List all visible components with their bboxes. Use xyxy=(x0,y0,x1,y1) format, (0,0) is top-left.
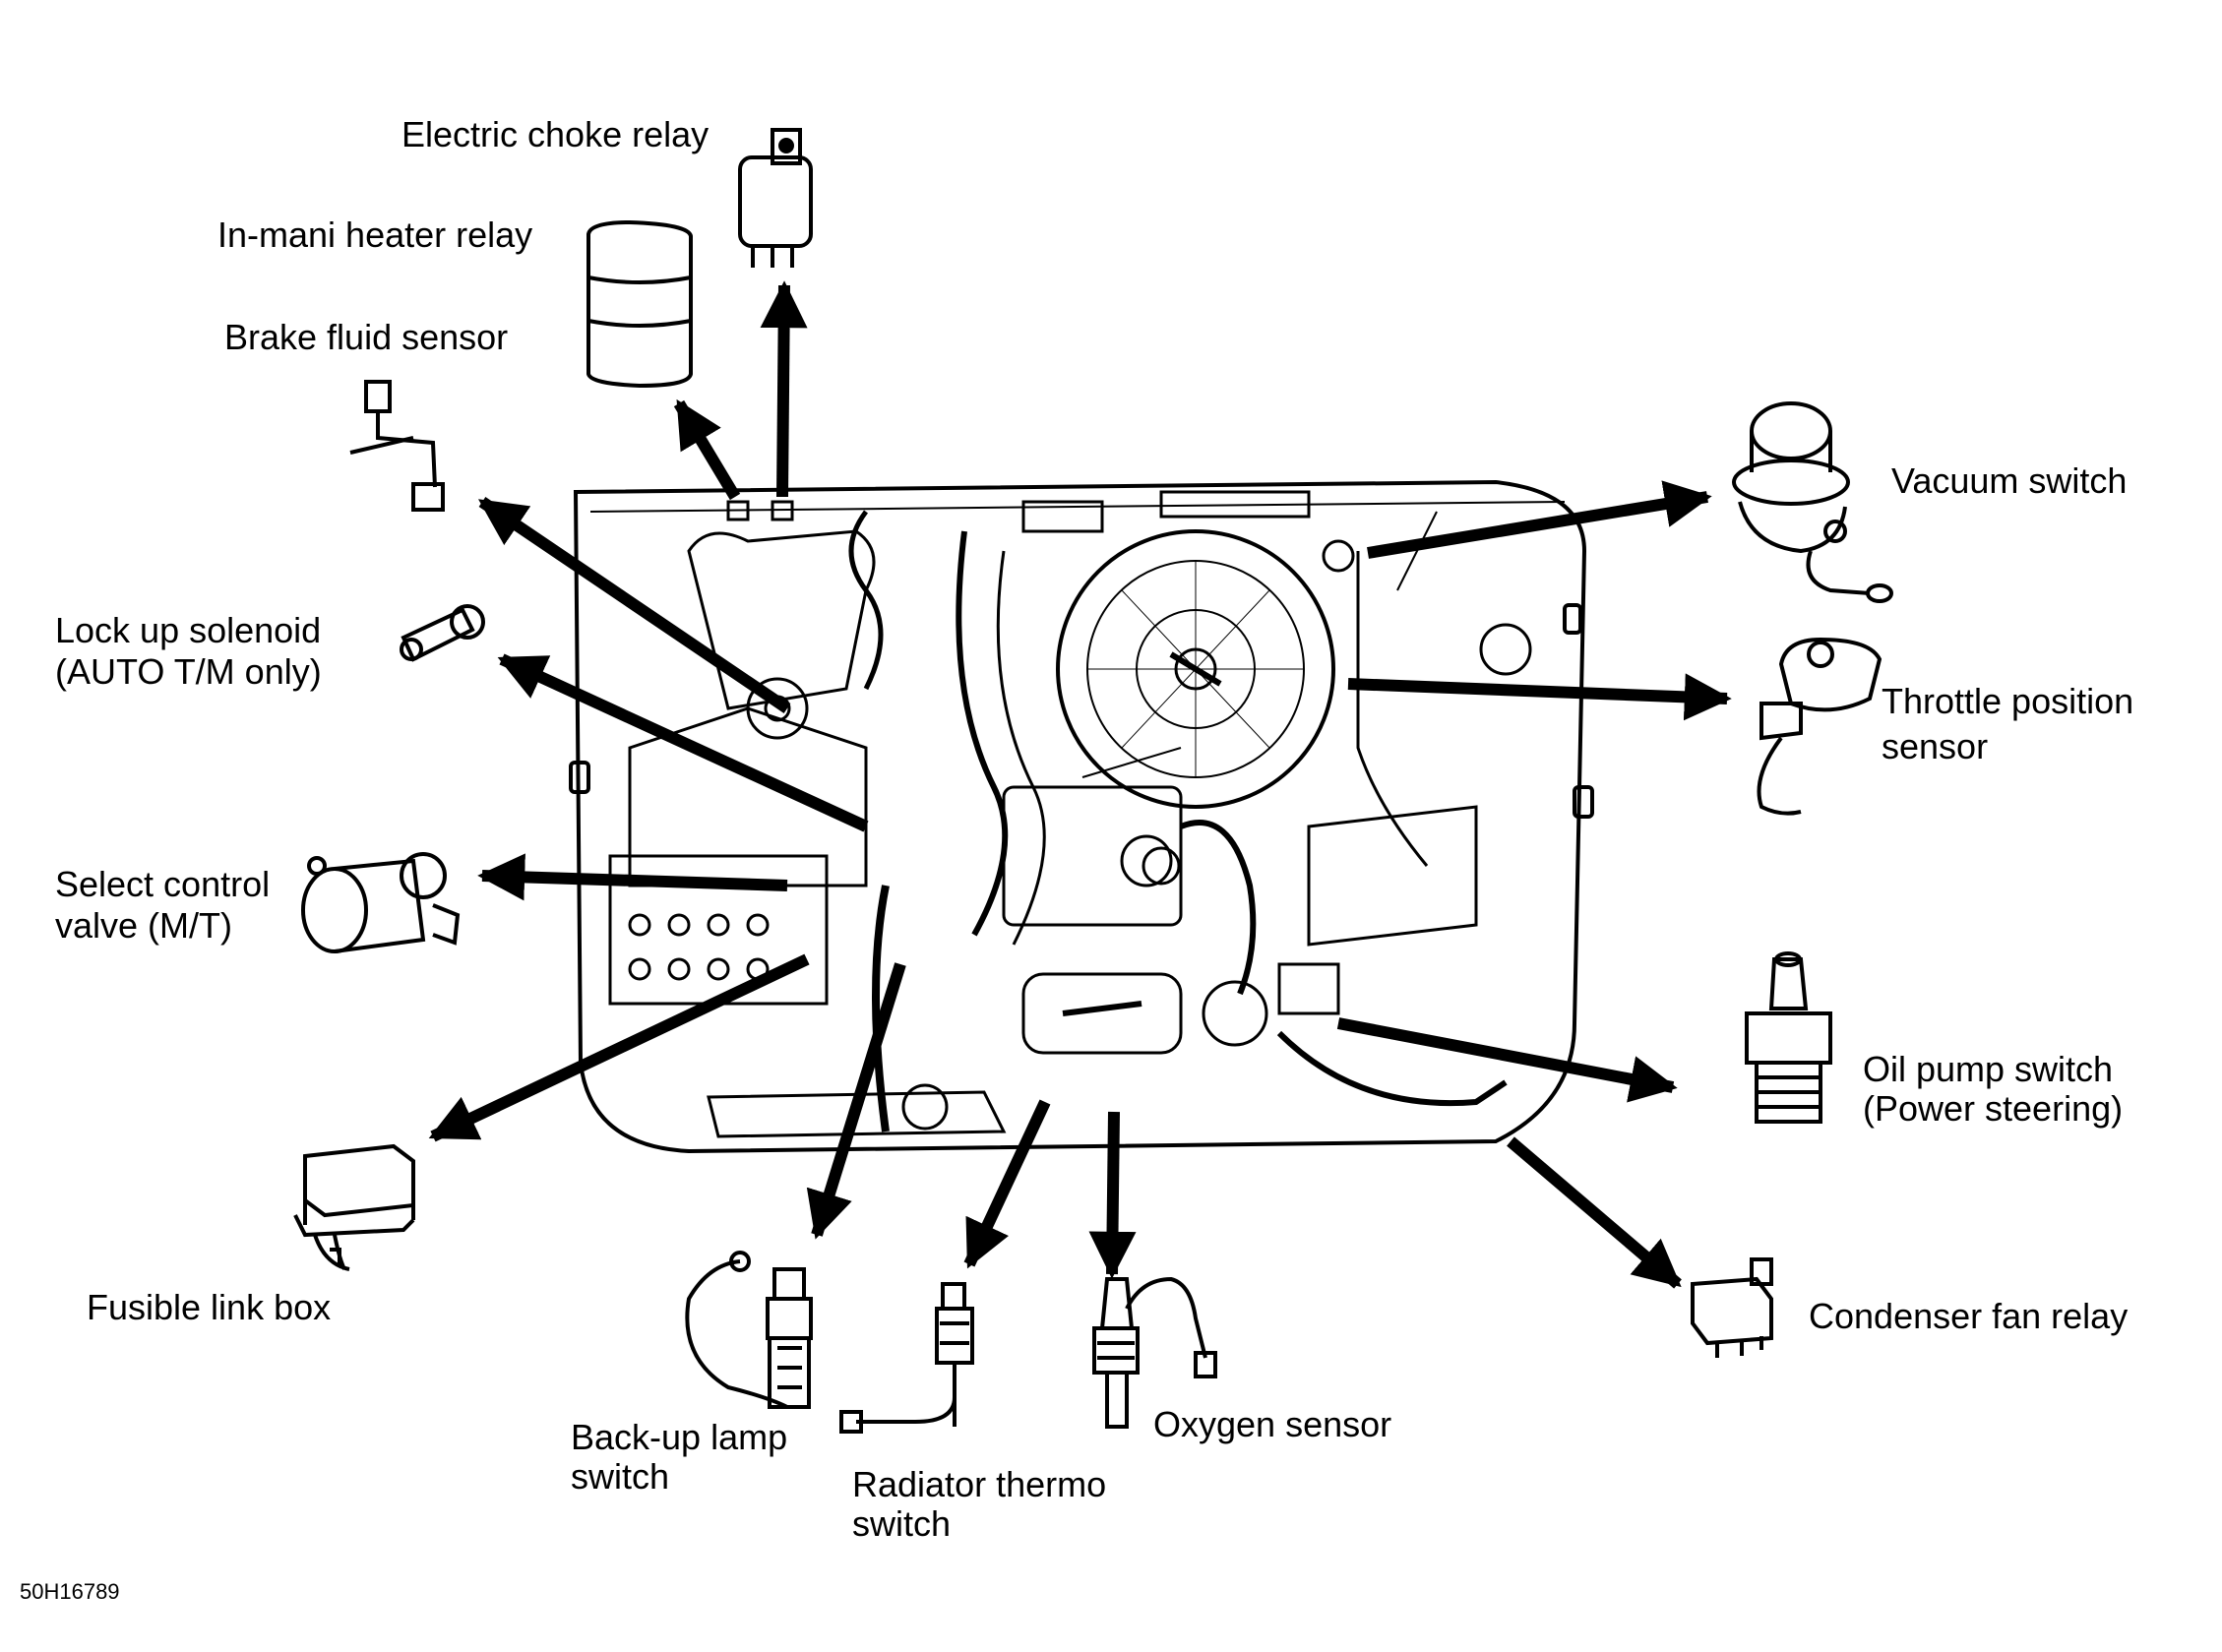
label-throttle-position-sensor: Throttle position xyxy=(1882,681,2134,721)
label-oil-pump-switch-note: (Power steering) xyxy=(1863,1088,2124,1129)
oil-pump-switch-icon xyxy=(1745,951,1832,1124)
electric-choke-relay-icon xyxy=(738,128,813,268)
label-electric-choke-relay: Electric choke relay xyxy=(401,114,710,154)
fusible-link-box-icon xyxy=(293,1143,415,1271)
label-radiator-thermo-switch: Radiator thermo xyxy=(852,1464,1107,1504)
figure-code: 50H16789 xyxy=(20,1579,120,1604)
arrow-back-up-lamp-switch xyxy=(806,962,906,1240)
label-select-control-valve-note: valve (M/T) xyxy=(55,905,232,946)
leader-arrows xyxy=(428,280,1732,1289)
oxygen-sensor-icon xyxy=(1092,1276,1217,1429)
label-select-control-valve: Select control xyxy=(55,864,271,904)
label-radiator-thermo-switch-note: switch xyxy=(852,1503,952,1544)
arrow-brake-fluid-sensor xyxy=(478,497,791,713)
vacuum-switch-icon xyxy=(1732,401,1893,603)
label-back-up-lamp-switch: Back-up lamp xyxy=(571,1417,788,1457)
air-cleaner xyxy=(1056,529,1335,809)
label-condenser-fan-relay: Condenser fan relay xyxy=(1809,1296,2129,1336)
arrow-fusible-link-box xyxy=(428,953,810,1142)
label-lock-up-solenoid-note: (AUTO T/M only) xyxy=(55,651,322,692)
arrow-vacuum-switch xyxy=(1367,480,1712,559)
arrow-in-mani-heater-relay xyxy=(673,398,741,501)
arrow-condenser-fan-relay xyxy=(1507,1136,1682,1289)
arrow-lock-up-solenoid xyxy=(497,653,869,832)
arrow-radiator-thermo-switch xyxy=(963,1099,1051,1269)
label-oil-pump-switch: Oil pump switch xyxy=(1863,1049,2114,1089)
label-in-mani-heater-relay: In-mani heater relay xyxy=(217,214,533,255)
engine-bay xyxy=(569,479,1594,1154)
arrow-electric-choke-relay xyxy=(760,280,808,498)
back-up-lamp-switch-icon xyxy=(685,1251,813,1409)
label-vacuum-switch: Vacuum switch xyxy=(1891,460,2128,501)
label-oxygen-sensor: Oxygen sensor xyxy=(1153,1404,1392,1444)
arrow-oil-pump-switch xyxy=(1336,1017,1678,1103)
lock-up-solenoid-icon xyxy=(400,604,485,662)
condenser-fan-relay-icon xyxy=(1691,1257,1773,1358)
label-throttle-position-sensor-note: sensor xyxy=(1882,726,1989,766)
label-back-up-lamp-switch-note: switch xyxy=(571,1456,670,1497)
arrow-select-control-valve xyxy=(477,853,788,901)
in-mani-heater-relay-icon xyxy=(586,219,693,389)
select-control-valve-icon xyxy=(301,852,461,953)
label-lock-up-solenoid: Lock up solenoid xyxy=(55,610,322,650)
throttle-position-sensor-icon xyxy=(1757,637,1883,816)
engine-block xyxy=(608,510,1532,1138)
radiator-thermo-switch-icon xyxy=(839,1282,974,1434)
label-brake-fluid-sensor: Brake fluid sensor xyxy=(224,317,509,357)
label-fusible-link-box: Fusible link box xyxy=(87,1287,332,1327)
brake-fluid-sensor-icon xyxy=(349,380,445,512)
arrow-oxygen-sensor xyxy=(1088,1111,1137,1279)
arrow-throttle-position-sensor xyxy=(1347,673,1732,721)
